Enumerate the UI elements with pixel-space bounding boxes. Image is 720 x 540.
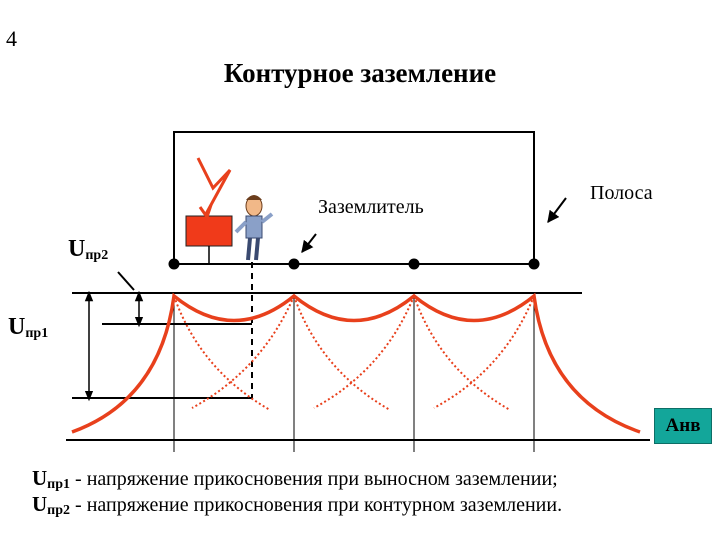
building-contour — [173, 131, 535, 264]
equipment-box — [185, 215, 233, 247]
upr1-label: Uпр1 — [8, 314, 49, 341]
slide-number: 4 — [6, 26, 17, 51]
legend-item-2: Uпр2 - напряжение прикосновения при конт… — [32, 492, 563, 518]
single-electrode-curves — [173, 295, 535, 411]
upr2-pointer — [117, 271, 135, 291]
zazemlitel-pointer — [301, 233, 317, 253]
electrode-4 — [528, 258, 540, 270]
page-title: Контурное заземление — [223, 58, 497, 88]
zazemlitel-label: Заземлитель — [318, 196, 424, 218]
person-icon — [234, 195, 274, 261]
polosa-pointer — [547, 197, 567, 223]
upr2-label: Uпр2 — [68, 236, 109, 263]
lightning-icon — [196, 157, 232, 215]
electrode-1 — [168, 258, 180, 270]
polosa-label: Полоса — [590, 182, 653, 204]
legend-item-1: Uпр1 - напряжение прикосновения при выно… — [32, 466, 558, 492]
contour-potential-curve — [71, 292, 641, 434]
anv-badge: Анв — [654, 408, 712, 444]
electrode-3 — [408, 258, 420, 270]
electrode-2 — [288, 258, 300, 270]
